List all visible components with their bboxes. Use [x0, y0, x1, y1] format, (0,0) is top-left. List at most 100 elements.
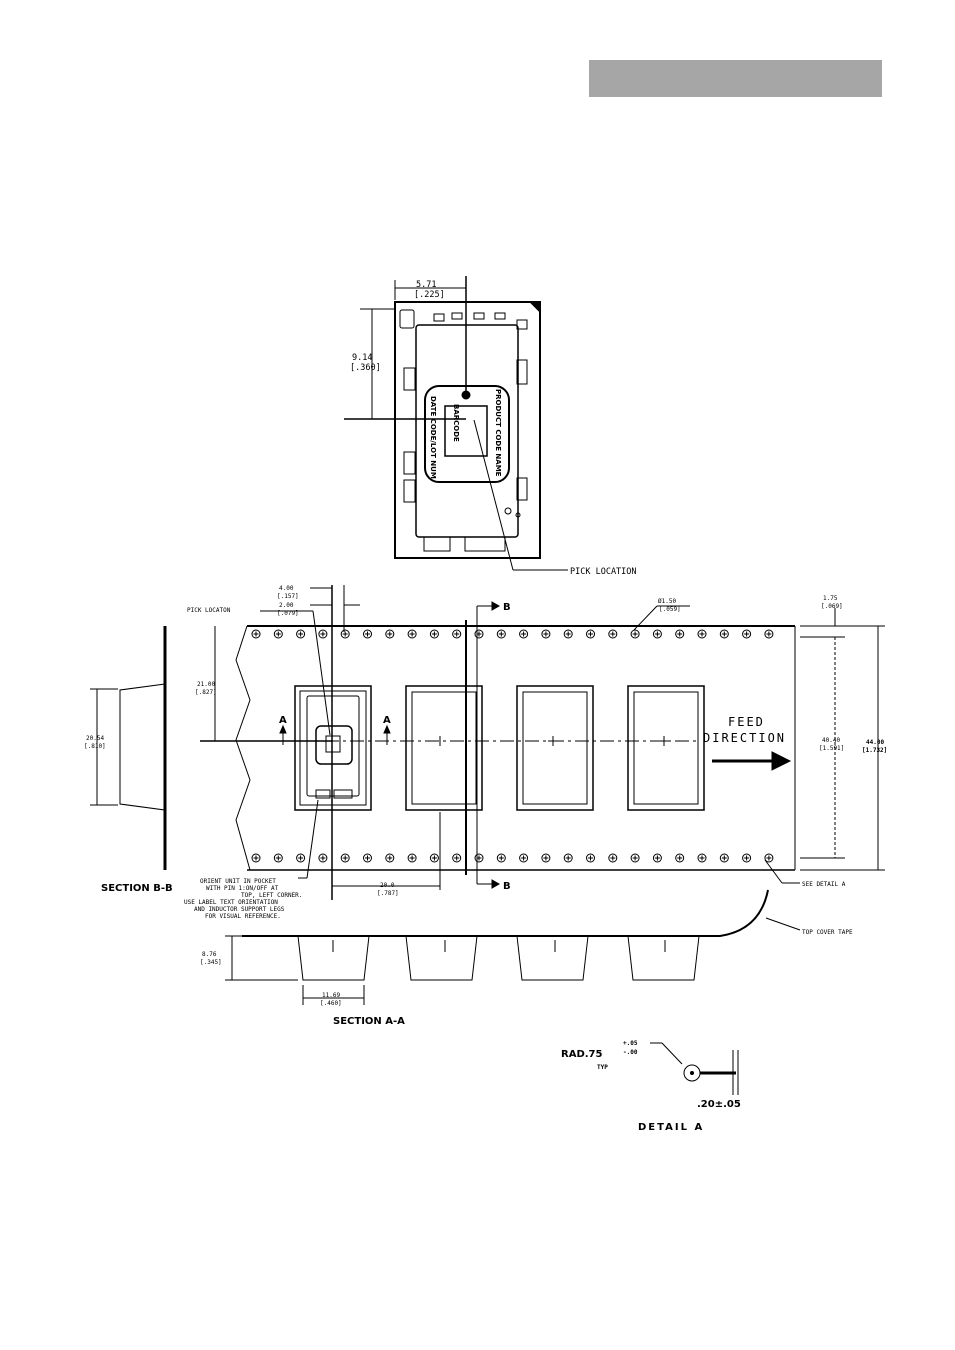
sprocket-hole-cross — [565, 631, 571, 637]
sprocket-hole — [273, 853, 283, 863]
sprocket-hole-cross — [387, 631, 393, 637]
dim-horizontal-label: 5.71 — [416, 280, 436, 290]
sprocket-hole-cross — [632, 631, 638, 637]
hole-dia-label: Ø1.50 — [658, 598, 676, 605]
detail-a-labels: RAD.75 +.05 -.00 TYP .20±.05 DETAIL A — [561, 1040, 741, 1133]
typ-label: TYP — [597, 1064, 608, 1071]
sprocket-hole — [630, 853, 640, 863]
sprocket-hole-cross — [654, 855, 660, 861]
sprocket-hole — [251, 629, 261, 639]
sprocket-hole-cross — [409, 855, 415, 861]
sprocket-hole-cross — [320, 631, 326, 637]
sprocket-hole — [407, 853, 417, 863]
sprocket-hole-cross — [275, 855, 281, 861]
sprocket-hole — [452, 629, 462, 639]
sprocket-hole-cross — [365, 855, 370, 861]
sprocket-hole-cross — [431, 631, 437, 637]
sprocket-hole-cross — [699, 631, 705, 637]
pick-locaton-label: PICK LOCATON — [187, 607, 231, 614]
sprocket-hole — [496, 629, 506, 639]
sprocket-hole-cross — [253, 855, 259, 861]
sprocket-hole — [586, 853, 595, 863]
sprocket-hole-cross — [588, 855, 593, 861]
detail-a-title: DETAIL A — [638, 1122, 704, 1133]
sprocket-hole-cross — [298, 631, 304, 637]
dim-4-label: 4.00 — [279, 585, 294, 592]
sprocket-hole-cross — [320, 855, 326, 861]
sprocket-hole-cross — [543, 855, 549, 861]
sprocket-hole-cross — [721, 855, 727, 861]
sprocket-hole — [630, 629, 640, 639]
dim-21-label: 21.00 — [197, 681, 215, 688]
sprocket-hole-cross — [654, 631, 660, 637]
sprocket-hole — [273, 629, 283, 639]
dim-4040-in-label: [1.591] — [819, 745, 844, 752]
sprocket-hole — [429, 629, 439, 639]
sprocket-hole-cross — [298, 855, 304, 861]
sprocket-hole-cross — [610, 631, 616, 637]
hole-dia-in-label: [.059] — [659, 606, 681, 613]
section-aa-labels: 8.76 [.345] 11.69 [.460] SECTION A-A — [200, 951, 405, 1027]
top-cover-tape-label: TOP COVER TAPE — [802, 929, 853, 936]
sprocket-hole-cross — [677, 631, 683, 637]
sprocket-hole-cross — [387, 855, 393, 861]
sprocket-hole — [719, 629, 729, 639]
sprocket-hole-cross — [521, 631, 527, 637]
sprocket-hole-cross — [677, 855, 683, 861]
sprocket-hole — [697, 629, 707, 639]
sprocket-hole-cross — [744, 631, 750, 637]
section-a-marker-left: A — [279, 715, 287, 726]
date-code-label: DATE CODE/LOT NUM — [429, 396, 437, 479]
sprocket-hole — [519, 853, 529, 863]
sprocket-hole-cross — [253, 631, 259, 637]
tol-plus-label: +.05 — [623, 1040, 638, 1047]
orient-note-line: TOP, LEFT CORNER. — [241, 892, 302, 899]
dim-2-label: 2.00 — [279, 602, 294, 609]
sprocket-hole — [474, 629, 484, 639]
orient-note-line: USE LABEL TEXT ORIENTATION — [184, 899, 278, 906]
feed-label: FEED — [728, 715, 765, 729]
section-bb-dim-label: 20.54 — [86, 735, 104, 742]
sprocket-hole — [340, 629, 350, 639]
section-aa-title: SECTION A-A — [333, 1016, 405, 1027]
sprocket-hole — [652, 629, 662, 639]
section-aa-depth-label: 8.76 — [202, 951, 217, 958]
sprocket-hole-cross — [454, 855, 460, 861]
sprocket-hole — [742, 853, 752, 863]
dim-2-in-label: [.079] — [277, 610, 299, 617]
sprocket-hole — [608, 629, 618, 639]
sprocket-hole — [385, 629, 395, 639]
dim-20-label: 20.0 — [380, 882, 395, 889]
sprocket-hole-cross — [409, 631, 415, 637]
section-aa-width-label: 11.69 — [322, 992, 340, 999]
sprocket-hole-cross — [766, 631, 772, 637]
section-bb-labels: 20.54 [.810] SECTION B-B — [84, 735, 173, 894]
dim-vertical-label: 9.14 — [352, 353, 372, 363]
sprocket-hole-cross — [431, 855, 437, 861]
section-bb — [90, 626, 167, 870]
section-b-marker-bottom: B — [503, 881, 511, 892]
dim-vertical-in-label: [.360] — [350, 363, 381, 373]
sprocket-hole — [452, 853, 462, 863]
dim-175-in-label: [.069] — [821, 603, 843, 610]
sprocket-hole — [697, 853, 707, 863]
sprocket-hole-cross — [543, 631, 549, 637]
section-b-marker-top: B — [503, 602, 511, 613]
section-aa — [225, 889, 801, 1005]
thickness-label: .20±.05 — [697, 1099, 741, 1110]
sprocket-hole — [407, 629, 417, 639]
sprocket-hole-cross — [588, 631, 593, 637]
sprocket-hole-cross — [766, 855, 772, 861]
orient-note-line: AND INDUCTOR SUPPORT LEGS — [194, 906, 285, 913]
barcode-label: BARCODE — [452, 404, 460, 442]
sprocket-hole-cross — [721, 631, 727, 637]
dim-21-in-label: [.827] — [195, 689, 217, 696]
sprocket-hole-cross — [342, 855, 348, 861]
sprocket-hole-cross — [342, 631, 348, 637]
see-detail-label: SEE DETAIL A — [802, 881, 846, 888]
orient-note-line: ORIENT UNIT IN POCKET — [200, 878, 276, 885]
sprocket-hole-cross — [454, 631, 460, 637]
direction-label: DIRECTION — [703, 731, 786, 745]
orient-note-line: WITH PIN 1:ON/OFF AT — [206, 885, 279, 892]
pick-location-label: PICK LOCATION — [570, 567, 637, 577]
